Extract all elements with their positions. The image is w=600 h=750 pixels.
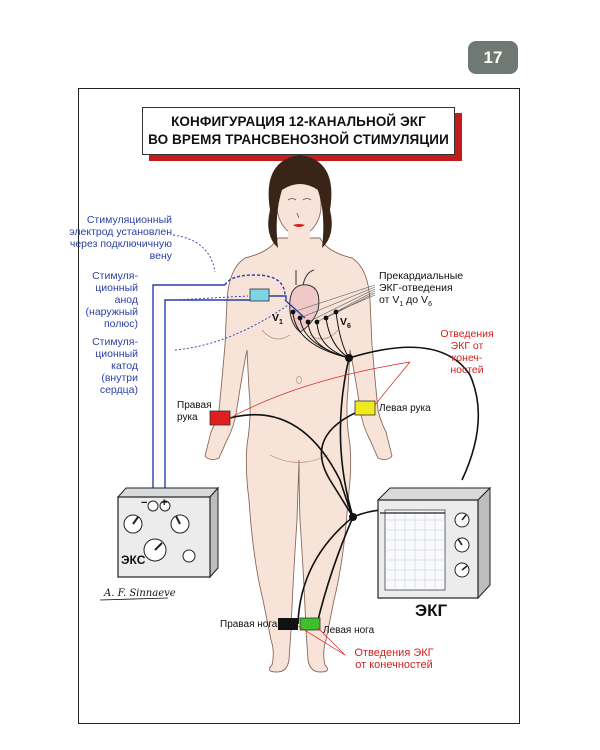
electrode-label-line-4: вену xyxy=(149,250,172,262)
cable-junction-bottom xyxy=(349,513,357,521)
cathode-label-line-3: катод xyxy=(111,360,138,372)
plus-terminal: + xyxy=(161,497,168,509)
electrode-label: Стимуляционный электрод установлен через… xyxy=(64,214,172,262)
v6-letter: V xyxy=(340,316,348,328)
precordial-label: Прекардиальные ЭКГ-отведения от V1 до V6 xyxy=(379,270,489,311)
anode-label-line-2: ционный xyxy=(95,282,138,294)
v6-label: V6 xyxy=(340,316,351,333)
precordial-from: от V xyxy=(379,294,400,306)
cathode-label: Стимуля- ционный катод (внутри сердца) xyxy=(78,336,138,396)
right-arm-line-2: рука xyxy=(177,412,198,423)
red-pointers xyxy=(229,361,411,656)
right-leg-label: Правая нога xyxy=(220,619,278,630)
ecg-machine xyxy=(376,486,492,600)
electrode-label-line-1: Стимуляционный xyxy=(86,214,172,226)
title-line-2: ВО ВРЕМЯ ТРАНСВЕНОЗНОЙ СТИМУЛЯЦИИ xyxy=(148,132,449,147)
body-figure xyxy=(204,174,393,673)
limb-top-line-3: конеч- xyxy=(451,352,483,364)
hair xyxy=(268,155,332,248)
precordial-sub-1: 1 xyxy=(399,301,404,309)
cable-junction-top xyxy=(345,354,353,362)
limb-bottom-line-2: от конечностей xyxy=(355,659,433,671)
precordial-label-line-3: от V1 до V6 xyxy=(379,294,489,311)
title-box: КОНФИГУРАЦИЯ 12-КАНАЛЬНОЙ ЭКГ ВО ВРЕМЯ Т… xyxy=(142,107,455,155)
limb-top-line-2: ЭКГ от xyxy=(450,340,484,352)
minus-terminal: − xyxy=(141,497,148,509)
anode-label-line-1: Стимуля- xyxy=(92,270,138,282)
limb-leads-label-bottom: Отведения ЭКГ от конечностей xyxy=(334,647,454,671)
electrode-label-line-3: через подключичную xyxy=(69,238,172,250)
v1-label: V1 xyxy=(272,312,283,329)
face xyxy=(287,198,312,219)
v1-letter: V xyxy=(272,312,280,324)
limb-leads-label-top: Отведения ЭКГ от конеч- ностей xyxy=(432,328,502,376)
cathode-label-line-2: ционный xyxy=(95,348,138,360)
cathode-label-line-4: (внутри xyxy=(101,372,138,384)
cathode-label-line-1: Стимуля- xyxy=(92,336,138,348)
title-line-1: КОНФИГУРАЦИЯ 12-КАНАЛЬНОЙ ЭКГ xyxy=(171,114,426,129)
limb-bottom-line-1: Отведения ЭКГ xyxy=(354,647,434,659)
anode-label-line-3: анод xyxy=(114,294,138,306)
right-arm-electrode xyxy=(209,410,231,426)
pointer-lines xyxy=(172,234,289,351)
left-arm-electrode xyxy=(354,400,376,416)
figure-frame xyxy=(78,88,520,724)
right-arm-label: Правая рука xyxy=(177,400,212,424)
left-leg-electrode xyxy=(299,617,321,631)
anode-label-line-4: (наружный xyxy=(85,306,138,318)
lips xyxy=(293,224,305,227)
precordial-sub-6: 6 xyxy=(428,301,432,309)
right-arm-line-1: Правая xyxy=(177,400,212,411)
anode-label-line-5: полюс) xyxy=(103,318,138,330)
precordial-label-line-2: ЭКГ-отведения xyxy=(379,282,453,294)
left-leg-label: Левая нога xyxy=(323,625,375,636)
cathode-label-line-5: сердца) xyxy=(99,384,138,396)
limb-top-line-1: Отведения xyxy=(440,328,494,340)
pacemaker-label: ЭКС xyxy=(121,553,146,567)
v1-sub: 1 xyxy=(279,319,283,327)
precordial-label-line-1: Прекардиальные xyxy=(379,270,464,282)
anode-patch xyxy=(249,288,270,302)
page-number-badge: 17 xyxy=(468,41,518,74)
left-arm-label: Левая рука xyxy=(379,403,431,414)
signature-line xyxy=(99,597,169,601)
electrode-label-line-2: электрод установлен xyxy=(69,226,172,238)
limb-top-line-4: ностей xyxy=(450,364,484,376)
precordial-to: до V xyxy=(403,294,429,306)
pacemaker-box xyxy=(116,486,220,579)
ecg-label: ЭКГ xyxy=(415,601,448,620)
anode-label: Стимуля- ционный анод (наружный полюс) xyxy=(78,270,138,330)
v6-sub: 6 xyxy=(347,323,351,331)
right-leg-electrode xyxy=(278,618,298,630)
artist-signature: A. F. Sinnaeve xyxy=(104,588,176,599)
